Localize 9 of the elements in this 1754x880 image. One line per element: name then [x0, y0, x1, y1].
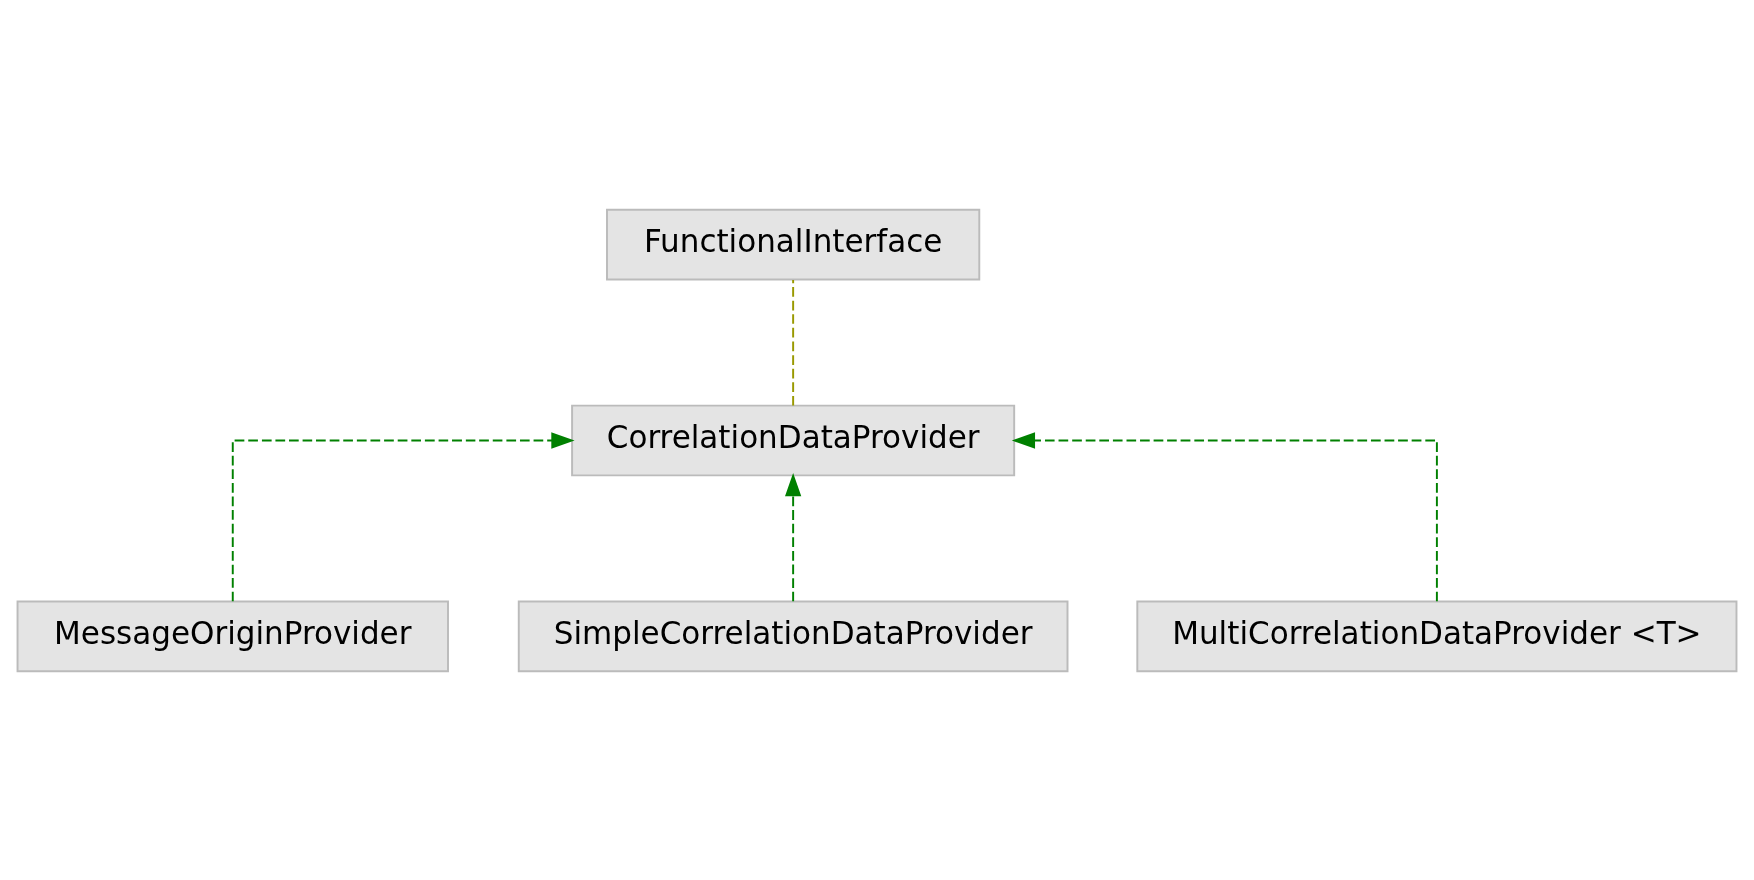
node-box: FunctionalInterface	[606, 208, 981, 281]
node-box: MessageOriginProvider	[16, 599, 449, 672]
arrow	[231, 431, 575, 602]
node-box: CorrelationDataProvider	[571, 404, 1016, 476]
node-box: MultiCorrelationDataProvider <T>	[1136, 599, 1738, 672]
arrow	[1011, 431, 1438, 602]
node-box: SimpleCorrelationDataProvider	[517, 599, 1069, 672]
connector	[792, 278, 795, 406]
arrow	[785, 472, 802, 602]
